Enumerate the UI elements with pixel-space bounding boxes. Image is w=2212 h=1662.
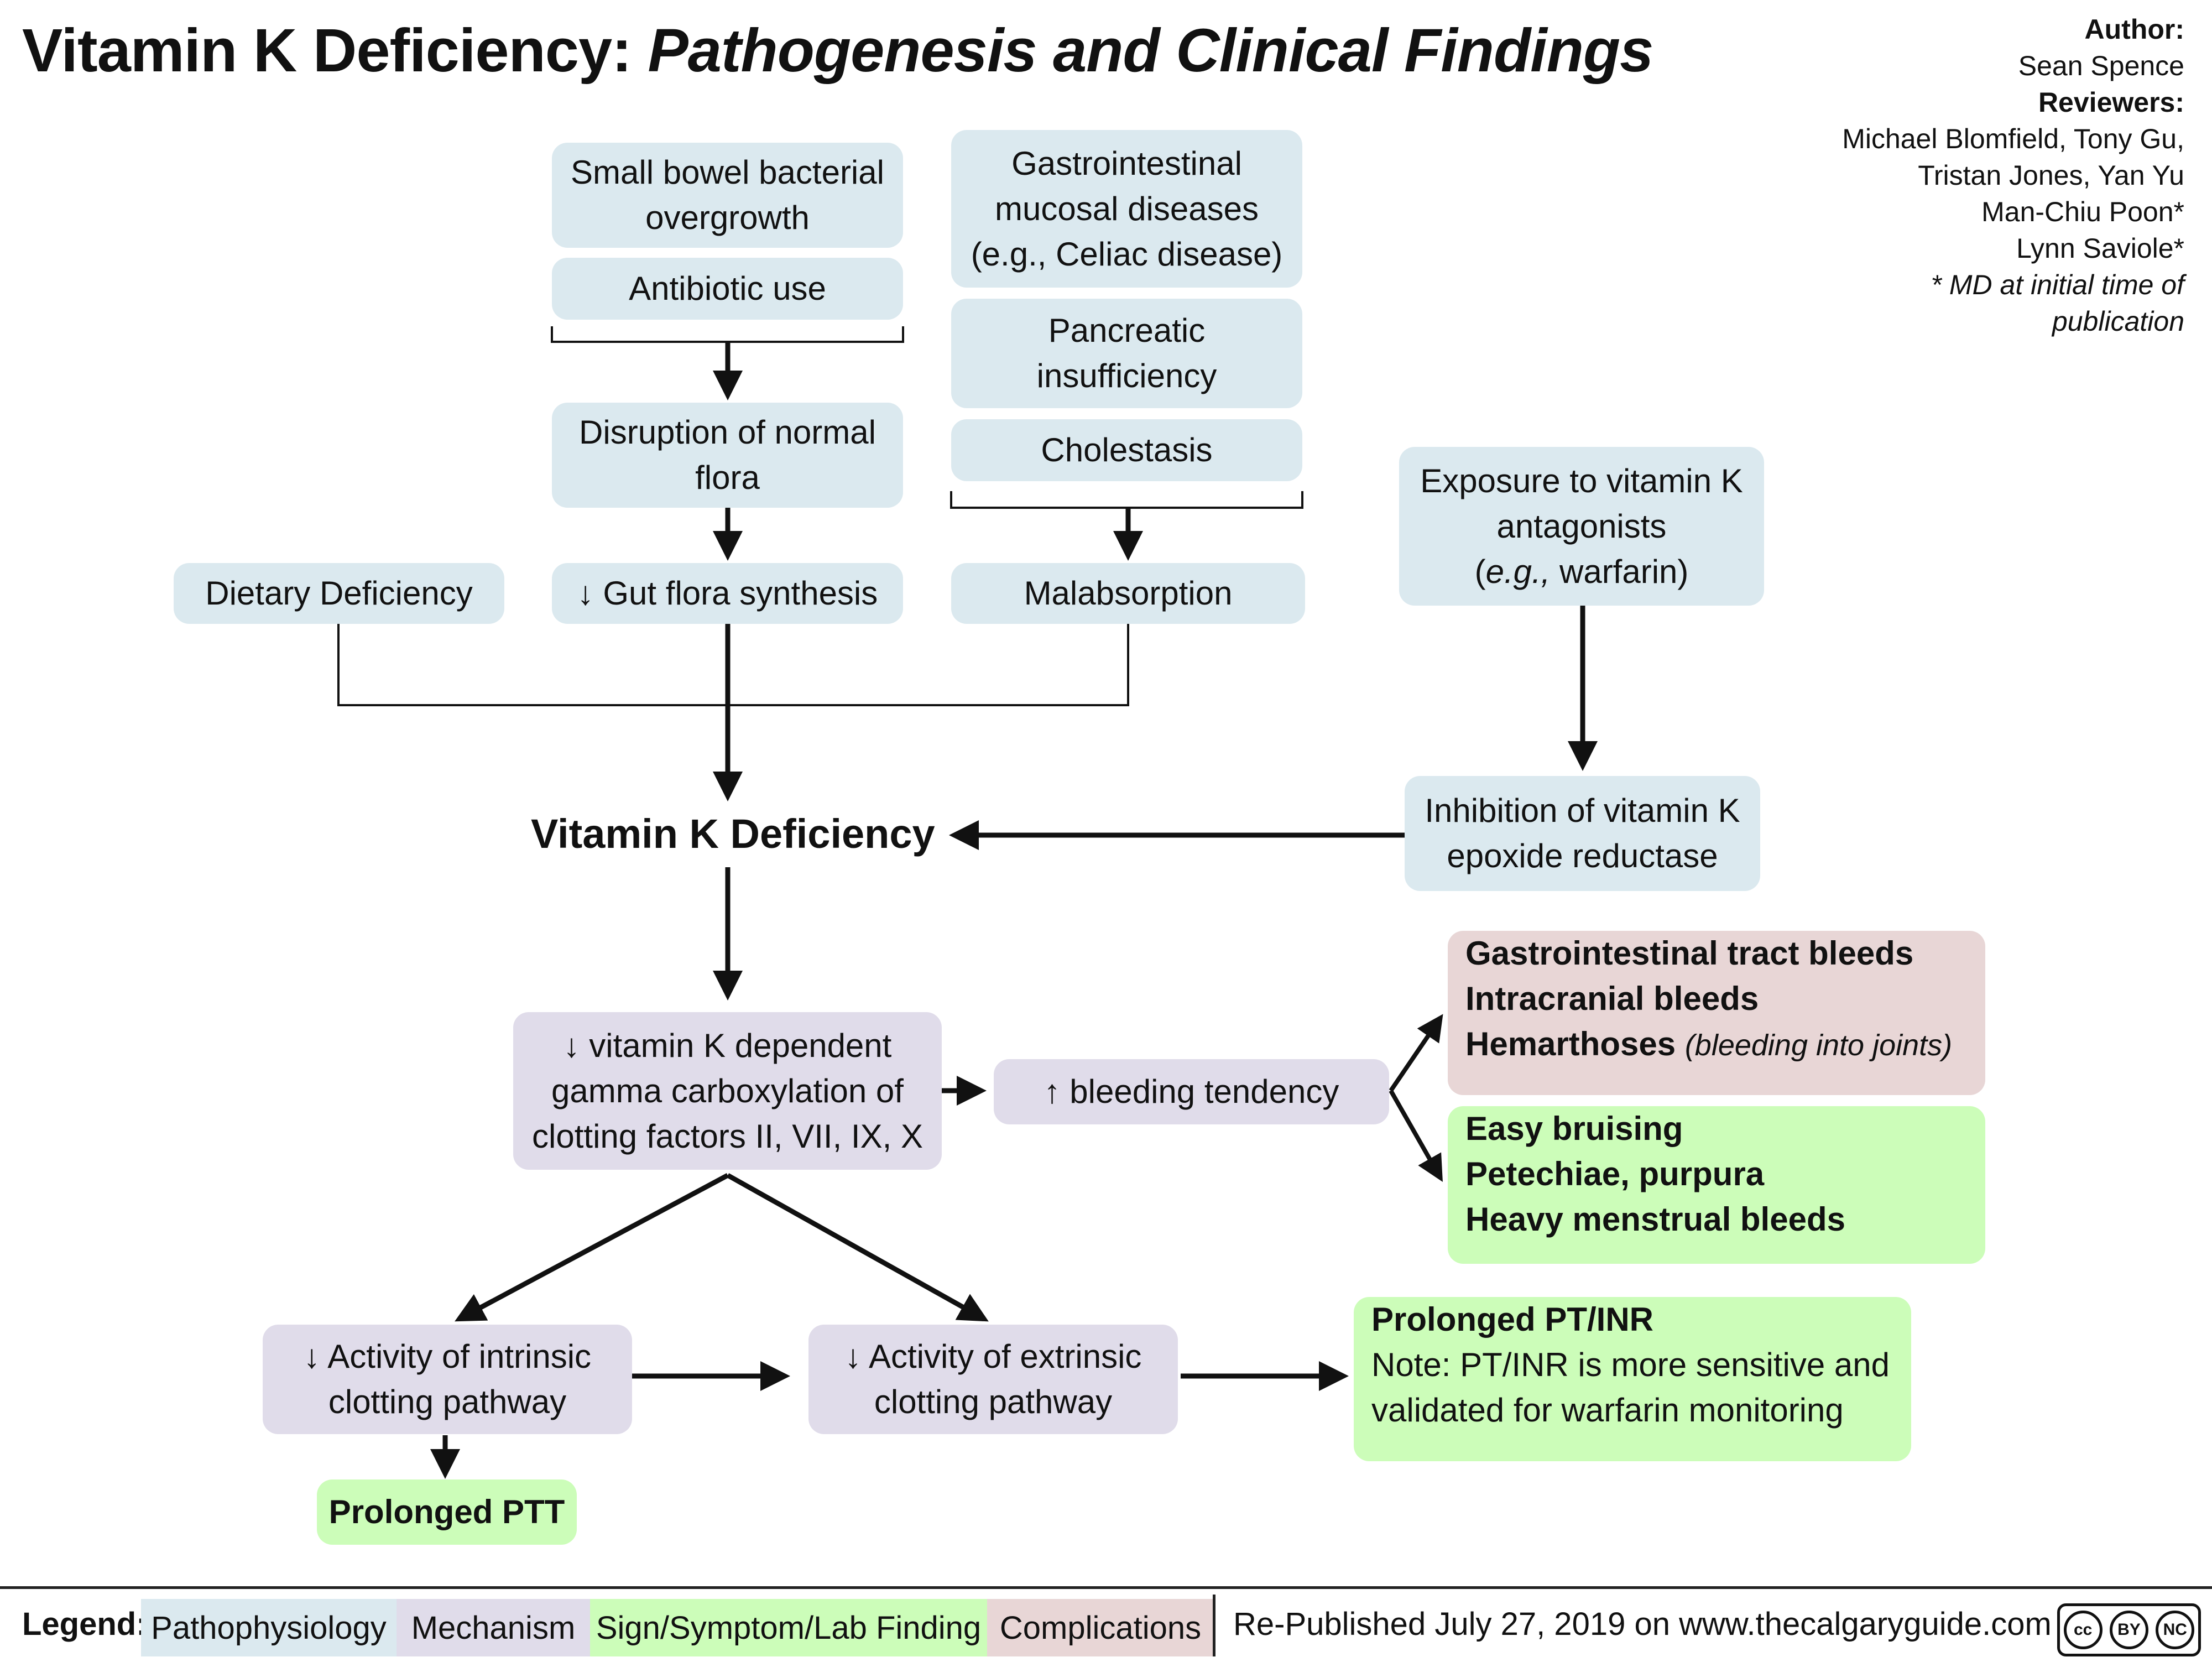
cc-icon: cc bbox=[2063, 1611, 2103, 1649]
join-dietary bbox=[337, 624, 1129, 706]
reviewers-line-2: Tristan Jones, Yan Yu bbox=[1918, 160, 2184, 191]
arrow-to-complications bbox=[1389, 1014, 1443, 1092]
legend-bar: Legend: Pathophysiology Mechanism Sign/S… bbox=[0, 1586, 2212, 1662]
node-extrinsic-pathway: ↓ Activity of extrinsic clotting pathway bbox=[808, 1325, 1178, 1434]
sign-menstrual-bleeds: Heavy menstrual bleeds bbox=[1465, 1201, 1845, 1238]
node-intrinsic-pathway: ↓ Activity of intrinsic clotting pathway bbox=[263, 1325, 632, 1434]
ptinr-title: Prolonged PT/INR bbox=[1371, 1301, 1653, 1338]
reviewers-line-1: Michael Blomfield, Tony Gu, bbox=[1842, 123, 2184, 154]
author-label: Author: bbox=[2084, 14, 2185, 45]
node-cholestasis: Cholestasis bbox=[951, 419, 1302, 481]
hemarthoses-label: Hemarthoses bbox=[1465, 1025, 1676, 1062]
node-bleeding-tendency: ↑ bleeding tendency bbox=[994, 1059, 1389, 1124]
legend-pathophysiology: Pathophysiology bbox=[141, 1599, 397, 1656]
sign-petechiae: Petechiae, purpura bbox=[1465, 1155, 1765, 1192]
node-sibo: Small bowel bacterial overgrowth bbox=[552, 143, 903, 248]
arrow-to-extrinsic bbox=[726, 1173, 989, 1322]
ptinr-note: Note: PT/INR is more sensitive and valid… bbox=[1371, 1346, 1890, 1429]
complication-hemarthoses: Hemarthoses (bleeding into joints) bbox=[1465, 1022, 1952, 1068]
antagonists-warfarin: warfarin) bbox=[1550, 553, 1689, 590]
hemarthoses-note: (bleeding into joints) bbox=[1684, 1029, 1953, 1062]
node-bleeding-signs: Easy bruising Petechiae, purpura Heavy m… bbox=[1448, 1106, 1985, 1264]
node-gut-flora-synthesis: ↓ Gut flora synthesis bbox=[552, 563, 903, 624]
arrow-to-intrinsic bbox=[455, 1173, 729, 1322]
credits-note-1: * MD at initial time of bbox=[1931, 269, 2184, 300]
reviewers-line-4: Lynn Saviole* bbox=[2016, 233, 2184, 264]
node-vitamin-k-antagonists: Exposure to vitamin K antagonists (e.g.,… bbox=[1399, 447, 1764, 606]
node-gi-mucosal-diseases: Gastrointestinal mucosal diseases (e.g.,… bbox=[951, 130, 1302, 288]
node-antibiotic-use: Antibiotic use bbox=[552, 258, 903, 320]
sign-easy-bruising: Easy bruising bbox=[1465, 1110, 1683, 1147]
node-dietary-deficiency: Dietary Deficiency bbox=[174, 563, 504, 624]
node-complications: Gastrointestinal tract bleeds Intracrani… bbox=[1448, 931, 1985, 1095]
node-malabsorption: Malabsorption bbox=[951, 563, 1305, 624]
legend-divider bbox=[1213, 1595, 1215, 1656]
antagonists-text: Exposure to vitamin K antagonists bbox=[1420, 462, 1743, 545]
antagonists-example: (e.g., warfarin) bbox=[1475, 549, 1689, 595]
title-main: Vitamin K Deficiency: bbox=[22, 17, 632, 85]
bracket-flora bbox=[551, 326, 904, 343]
by-icon: BY bbox=[2109, 1611, 2148, 1649]
legend-label: Legend: bbox=[22, 1606, 147, 1642]
title-italic: Pathogenesis and Clinical Findings bbox=[648, 17, 1653, 85]
node-pancreatic-insufficiency: Pancreatic insufficiency bbox=[951, 299, 1302, 408]
node-disruption-of-flora: Disruption of normal flora bbox=[552, 403, 903, 508]
node-prolonged-ptt: Prolonged PTT bbox=[317, 1479, 577, 1545]
legend-mechanism: Mechanism bbox=[397, 1599, 590, 1656]
author-name: Sean Spence bbox=[2018, 50, 2184, 81]
node-epoxide-reductase-inhibition: Inhibition of vitamin K epoxide reductas… bbox=[1405, 776, 1760, 891]
legend-complications: Complications bbox=[987, 1599, 1214, 1656]
republished-note: Re-Published July 27, 2019 on www.thecal… bbox=[1233, 1606, 2052, 1642]
cc-license-badge: cc BY NC bbox=[2057, 1603, 2201, 1656]
legend-sign-symptom: Sign/Symptom/Lab Finding bbox=[590, 1599, 987, 1656]
node-vitamin-k-deficiency: Vitamin K Deficiency bbox=[531, 811, 935, 857]
credits-block: Author: Sean Spence Reviewers: Michael B… bbox=[1687, 11, 2184, 340]
antagonists-paren: ( bbox=[1474, 553, 1486, 590]
reviewers-label: Reviewers: bbox=[2038, 87, 2184, 118]
credits-note-2: publication bbox=[2052, 306, 2184, 337]
arrow-to-signs bbox=[1389, 1090, 1443, 1182]
complication-gi-bleeds: Gastrointestinal tract bleeds bbox=[1465, 935, 1914, 972]
antagonists-eg: e.g., bbox=[1485, 553, 1551, 590]
bracket-malabsorption bbox=[950, 491, 1303, 509]
node-gamma-carboxylation: ↓ vitamin K dependent gamma carboxylatio… bbox=[513, 1012, 942, 1170]
reviewers-line-3: Man-Chiu Poon* bbox=[1981, 196, 2184, 227]
complication-intracranial-bleeds: Intracranial bleeds bbox=[1465, 980, 1759, 1017]
node-prolonged-pt-inr: Prolonged PT/INR Note: PT/INR is more se… bbox=[1354, 1297, 1911, 1461]
nc-icon: NC bbox=[2156, 1611, 2195, 1649]
page-title: Vitamin K Deficiency: Pathogenesis and C… bbox=[22, 15, 1653, 86]
